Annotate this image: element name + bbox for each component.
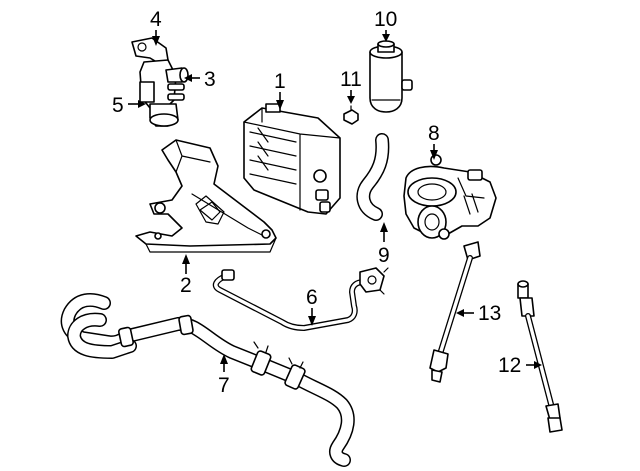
callout-2: 2 bbox=[180, 254, 192, 297]
callout-label-7: 7 bbox=[218, 374, 230, 397]
callout-7: 7 bbox=[218, 354, 230, 397]
leader-arrow-10 bbox=[382, 34, 390, 42]
leader-arrow-9 bbox=[380, 222, 388, 232]
part-1-canister bbox=[243, 103, 341, 215]
callout-8: 8 bbox=[428, 122, 440, 160]
callout-label-9: 9 bbox=[378, 244, 390, 267]
callout-label-11: 11 bbox=[340, 68, 362, 91]
leader-arrow-3 bbox=[184, 74, 192, 82]
callout-1: 1 bbox=[274, 70, 286, 110]
leader-arrow-2 bbox=[182, 254, 190, 264]
callout-label-8: 8 bbox=[428, 122, 440, 145]
callout-3: 3 bbox=[184, 68, 216, 91]
part-8-pump bbox=[403, 154, 497, 240]
part-6-vapor-line bbox=[212, 267, 389, 331]
callout-13: 13 bbox=[456, 302, 501, 325]
callout-label-6: 6 bbox=[306, 286, 318, 309]
part-4-5-purge-valve bbox=[131, 37, 189, 127]
part-2-bracket bbox=[135, 139, 277, 253]
callout-9: 9 bbox=[378, 222, 390, 267]
callout-6: 6 bbox=[306, 286, 318, 326]
leader-arrow-6 bbox=[308, 316, 316, 326]
part-13-sensor bbox=[429, 241, 481, 383]
callout-5: 5 bbox=[112, 94, 146, 117]
leader-arrow-5 bbox=[138, 100, 146, 108]
callout-label-2: 2 bbox=[180, 274, 192, 297]
callout-label-5: 5 bbox=[112, 94, 124, 117]
leader-arrow-1 bbox=[276, 100, 284, 110]
leader-arrow-13 bbox=[456, 309, 464, 317]
callout-label-4: 4 bbox=[150, 8, 162, 31]
leader-arrow-11 bbox=[347, 96, 355, 104]
callout-label-10: 10 bbox=[374, 8, 397, 31]
part-11-bolt bbox=[343, 105, 359, 125]
callout-12: 12 bbox=[498, 354, 542, 377]
part-9-hose bbox=[356, 133, 390, 221]
callout-10: 10 bbox=[374, 8, 397, 42]
part-7-hose-assembly bbox=[60, 292, 355, 467]
callout-label-13: 13 bbox=[478, 302, 501, 325]
part-10-filter bbox=[369, 40, 413, 113]
leader-arrow-4 bbox=[152, 36, 160, 46]
leader-arrow-12 bbox=[534, 361, 542, 369]
callout-label-3: 3 bbox=[204, 68, 216, 91]
callout-label-12: 12 bbox=[498, 354, 521, 377]
callout-11: 11 bbox=[340, 68, 362, 104]
part-12-sensor bbox=[517, 280, 563, 433]
callout-label-1: 1 bbox=[274, 70, 286, 93]
leader-arrow-8 bbox=[430, 150, 438, 160]
callout-4: 4 bbox=[150, 8, 162, 46]
leader-arrow-7 bbox=[220, 354, 228, 364]
